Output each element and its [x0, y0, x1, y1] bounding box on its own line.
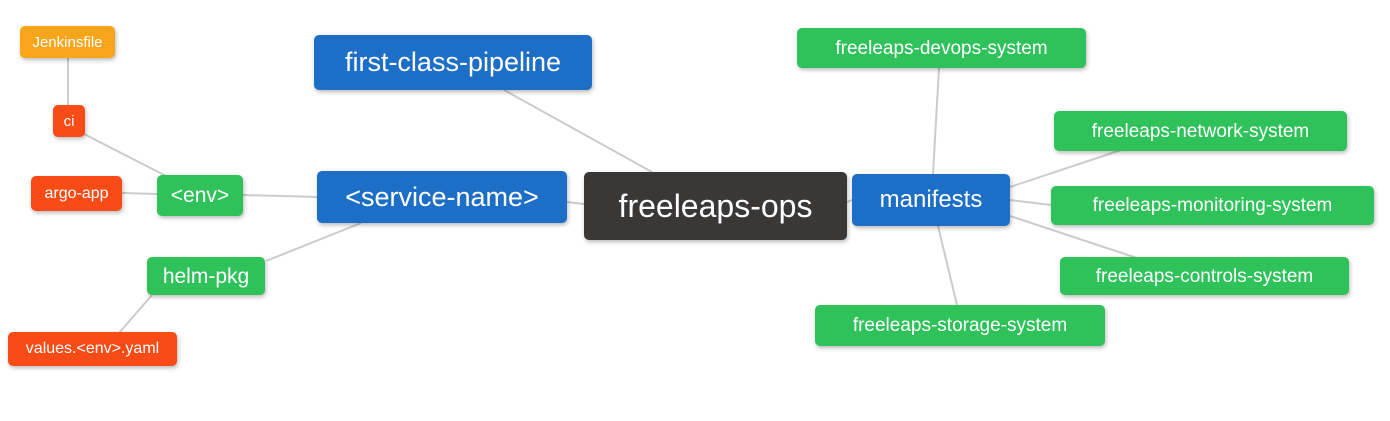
edge-env-to-service-name	[242, 194, 318, 198]
node-label: first-class-pipeline	[344, 47, 562, 77]
node-label: <service-name>	[345, 181, 539, 212]
node-service-name[interactable]: <service-name>	[317, 171, 567, 223]
edge-argo-app-to-env	[121, 192, 158, 195]
node-label: values.<env>.yaml	[25, 340, 160, 357]
node-jenkinsfile[interactable]: Jenkinsfile	[20, 26, 115, 58]
node-freeleaps-devops-system[interactable]: freeleaps-devops-system	[797, 28, 1086, 68]
node-freeleaps-monitoring-system[interactable]: freeleaps-monitoring-system	[1051, 186, 1374, 225]
node-label: freeleaps-storage-system	[852, 315, 1068, 336]
node-label: manifests	[879, 186, 983, 213]
node-helm-pkg[interactable]: helm-pkg	[147, 257, 265, 295]
node-freeleaps-controls-system[interactable]: freeleaps-controls-system	[1060, 257, 1349, 295]
edge-manifests-to-freeleaps-devops-system	[932, 67, 940, 175]
edge-helm-pkg-to-values-env-yaml	[118, 294, 153, 334]
edge-manifests-to-freeleaps-network-system	[1009, 149, 1122, 188]
node-first-class-pipeline[interactable]: first-class-pipeline	[314, 35, 592, 90]
edge-manifests-to-freeleaps-storage-system	[937, 225, 958, 306]
node-manifests[interactable]: manifests	[852, 174, 1010, 226]
node-freeleaps-ops[interactable]: freeleaps-ops	[584, 172, 847, 240]
node-label: freeleaps-ops	[618, 188, 813, 224]
node-label: helm-pkg	[162, 264, 250, 288]
node-label: argo-app	[44, 184, 109, 202]
edge-service-name-to-helm-pkg	[265, 222, 362, 262]
node-ci[interactable]: ci	[53, 105, 85, 137]
node-freeleaps-storage-system[interactable]: freeleaps-storage-system	[815, 305, 1105, 346]
node-values-env-yaml[interactable]: values.<env>.yaml	[8, 332, 177, 366]
node-label: <env>	[170, 184, 230, 207]
edge-ci-to-env	[83, 133, 169, 178]
edge-first-class-pipeline-to-freeleaps-ops	[503, 89, 653, 173]
node-label: freeleaps-controls-system	[1095, 265, 1314, 287]
node-label: freeleaps-network-system	[1091, 120, 1310, 142]
node-label: freeleaps-devops-system	[835, 37, 1048, 59]
node-label: ci	[63, 112, 75, 130]
node-argo-app[interactable]: argo-app	[31, 176, 122, 211]
edge-service-name-to-freeleaps-ops	[566, 201, 585, 205]
node-env[interactable]: <env>	[157, 175, 243, 216]
node-freeleaps-network-system[interactable]: freeleaps-network-system	[1054, 111, 1347, 151]
node-label: Jenkinsfile	[32, 33, 103, 51]
node-label: freeleaps-monitoring-system	[1092, 195, 1333, 216]
edge-manifests-to-freeleaps-monitoring-system	[1009, 199, 1052, 206]
